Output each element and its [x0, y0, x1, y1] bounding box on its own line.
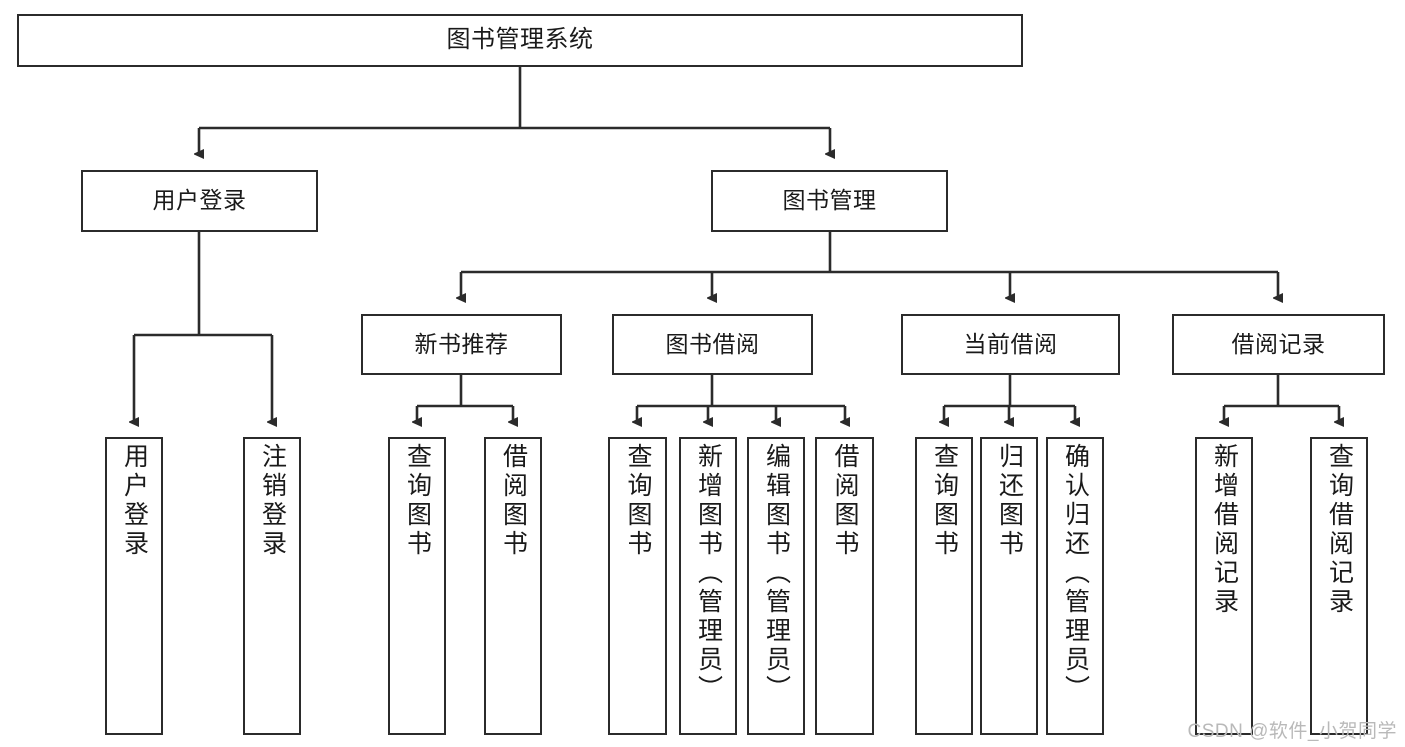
node-leaf-query-book-1-label: 查询图书	[403, 443, 432, 559]
node-book-manage[interactable]: 图书管理	[711, 170, 948, 232]
node-leaf-query-record-label: 查询借阅记录	[1325, 443, 1354, 617]
node-leaf-return-book[interactable]: 归还图书	[980, 437, 1038, 735]
node-leaf-confirm-return[interactable]: 确认归还（管理员）	[1046, 437, 1104, 735]
node-leaf-add-book-label: 新增图书（管理员）	[694, 443, 723, 704]
node-new-book-rec[interactable]: 新书推荐	[361, 314, 562, 375]
node-root-label: 图书管理系统	[446, 26, 594, 54]
node-leaf-query-book-3[interactable]: 查询图书	[915, 437, 973, 735]
node-current-borrow[interactable]: 当前借阅	[901, 314, 1120, 375]
node-leaf-logout-label: 注销登录	[258, 443, 287, 559]
node-leaf-query-book-2[interactable]: 查询图书	[608, 437, 667, 735]
node-leaf-borrow-book-2-label: 借阅图书	[831, 443, 859, 559]
node-leaf-user-login-label: 用户登录	[120, 443, 149, 559]
node-borrow-record[interactable]: 借阅记录	[1172, 314, 1385, 375]
node-leaf-confirm-return-label: 确认归还（管理员）	[1061, 443, 1090, 704]
node-book-borrow-label: 图书借阅	[665, 330, 760, 357]
node-leaf-add-record-label: 新增借阅记录	[1210, 443, 1239, 617]
node-leaf-borrow-book-2[interactable]: 借阅图书	[815, 437, 874, 735]
node-current-borrow-label: 当前借阅	[963, 330, 1058, 357]
node-leaf-user-login[interactable]: 用户登录	[105, 437, 163, 735]
watermark: CSDN @软件_小贺同学	[1187, 721, 1397, 742]
node-leaf-query-book-2-label: 查询图书	[624, 443, 652, 559]
node-root[interactable]: 图书管理系统	[17, 14, 1023, 67]
node-new-book-rec-label: 新书推荐	[414, 330, 509, 357]
node-leaf-add-book[interactable]: 新增图书（管理员）	[679, 437, 737, 735]
node-leaf-query-book-1[interactable]: 查询图书	[388, 437, 446, 735]
node-book-borrow[interactable]: 图书借阅	[612, 314, 813, 375]
node-leaf-borrow-book-1-label: 借阅图书	[499, 443, 528, 559]
node-leaf-logout[interactable]: 注销登录	[243, 437, 301, 735]
node-leaf-borrow-book-1[interactable]: 借阅图书	[484, 437, 542, 735]
node-book-manage-label: 图书管理	[782, 187, 877, 214]
node-user-login[interactable]: 用户登录	[81, 170, 318, 232]
node-borrow-record-label: 借阅记录	[1231, 330, 1326, 357]
node-leaf-edit-book[interactable]: 编辑图书（管理员）	[747, 437, 805, 735]
node-leaf-edit-book-label: 编辑图书（管理员）	[762, 443, 791, 704]
node-leaf-return-book-label: 归还图书	[995, 443, 1024, 559]
node-leaf-add-record[interactable]: 新增借阅记录	[1195, 437, 1253, 735]
node-leaf-query-book-3-label: 查询图书	[930, 443, 959, 559]
node-user-login-label: 用户登录	[152, 187, 247, 214]
node-leaf-query-record[interactable]: 查询借阅记录	[1310, 437, 1368, 735]
